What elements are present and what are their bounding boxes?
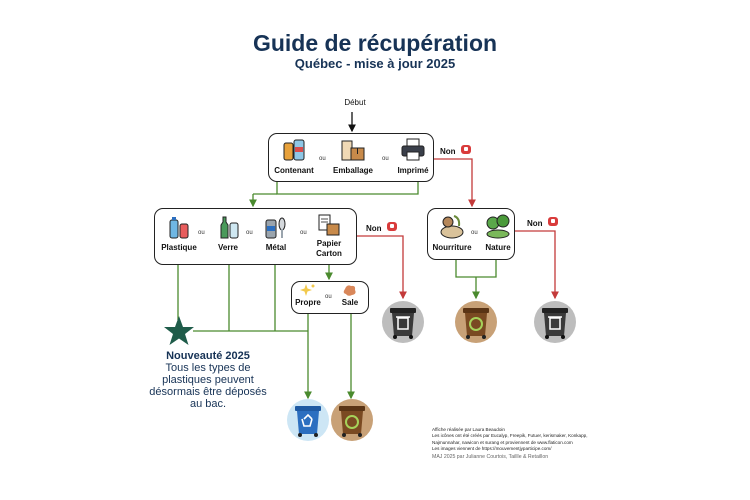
item-contenant: Contenant: [272, 137, 316, 175]
item-nature: Nature: [481, 212, 515, 252]
item-plastique-label: Plastique: [161, 243, 197, 252]
thumbs-down-icon: [461, 145, 471, 154]
news-note-title: Nouveauté 2025: [166, 350, 250, 362]
sparkle-icon: [300, 283, 316, 297]
credits-line: Les images viennent de https://mouvement…: [432, 445, 552, 451]
or-label: ou: [471, 230, 478, 236]
stain-icon: [342, 283, 358, 297]
item-propre: Propre: [294, 283, 322, 307]
can-icon: [263, 214, 289, 240]
trash-bin-icon: [534, 301, 576, 343]
item-sale: Sale: [336, 283, 364, 307]
or-label: ou: [325, 294, 332, 300]
item-contenant-label: Contenant: [274, 166, 314, 175]
page-subtitle: Québec - mise à jour 2025: [294, 56, 456, 71]
compost-bin-icon: [331, 399, 373, 441]
or-label: ou: [246, 230, 253, 236]
no-label: Non: [440, 147, 456, 156]
or-label: ou: [198, 230, 205, 236]
package-icon: [340, 137, 366, 163]
item-papier-carton: Papier Carton: [308, 212, 350, 259]
or-label: ou: [300, 230, 307, 236]
paper-box-icon: [316, 212, 342, 238]
item-imprime: Imprimé: [393, 137, 433, 175]
item-propre-label: Propre: [295, 298, 321, 307]
printer-icon: [400, 137, 426, 163]
item-verre-label: Verre: [217, 243, 239, 252]
item-emballage-label: Emballage: [332, 166, 373, 175]
item-emballage: Emballage: [328, 137, 378, 175]
page-title: Guide de récupération: [252, 30, 498, 56]
item-papier-carton-label: Papier Carton: [316, 239, 342, 258]
or-label: ou: [382, 156, 389, 162]
item-nature-label: Nature: [485, 243, 511, 252]
item-metal-label: Métal: [265, 243, 287, 252]
news-note-text: Tous les types de plastiques peuvent dés…: [149, 362, 267, 410]
box-clean-dirty: [291, 281, 369, 314]
glass-bottle-icon: [215, 214, 241, 240]
no-label: Non: [366, 224, 382, 233]
credits-line: Les icônes ont été créés par Eucalyp, Fr…: [432, 433, 588, 439]
food-scraps-icon: [438, 212, 466, 240]
thumbs-down-icon: [548, 217, 558, 226]
item-nourriture-label: Nourriture: [432, 243, 472, 252]
no-label: Non: [527, 219, 543, 228]
jar-icon: [281, 137, 307, 163]
item-verre: Verre: [210, 214, 246, 252]
or-label: ou: [319, 156, 326, 162]
item-metal: Métal: [258, 214, 294, 252]
credits: Affiche réalisée par Laura Beaudoin Les …: [432, 427, 588, 460]
item-sale-label: Sale: [341, 298, 359, 307]
item-plastique: Plastique: [158, 214, 200, 252]
credits-update: MAJ 2025 par Julianne Courtois, Taillle …: [432, 454, 549, 461]
credits-line: Affiche réalisée par Laura Beaudoin: [432, 427, 505, 432]
trash-bin-icon: [382, 301, 424, 343]
credits-line: Najmunnahar, nawicon et surang et provie…: [432, 439, 573, 445]
recycling-bin-icon: [287, 399, 329, 441]
plastic-bottle-icon: [166, 214, 192, 240]
item-imprime-label: Imprimé: [397, 166, 429, 175]
thumbs-down-icon: [387, 222, 397, 231]
leaves-icon: [484, 212, 512, 240]
start-label: Début: [344, 98, 366, 107]
news-note: Nouveauté 2025 Tous les types de plastiq…: [148, 350, 268, 410]
compost-bin-icon: [455, 301, 497, 343]
item-nourriture: Nourriture: [430, 212, 474, 252]
star-icon: [164, 316, 194, 345]
